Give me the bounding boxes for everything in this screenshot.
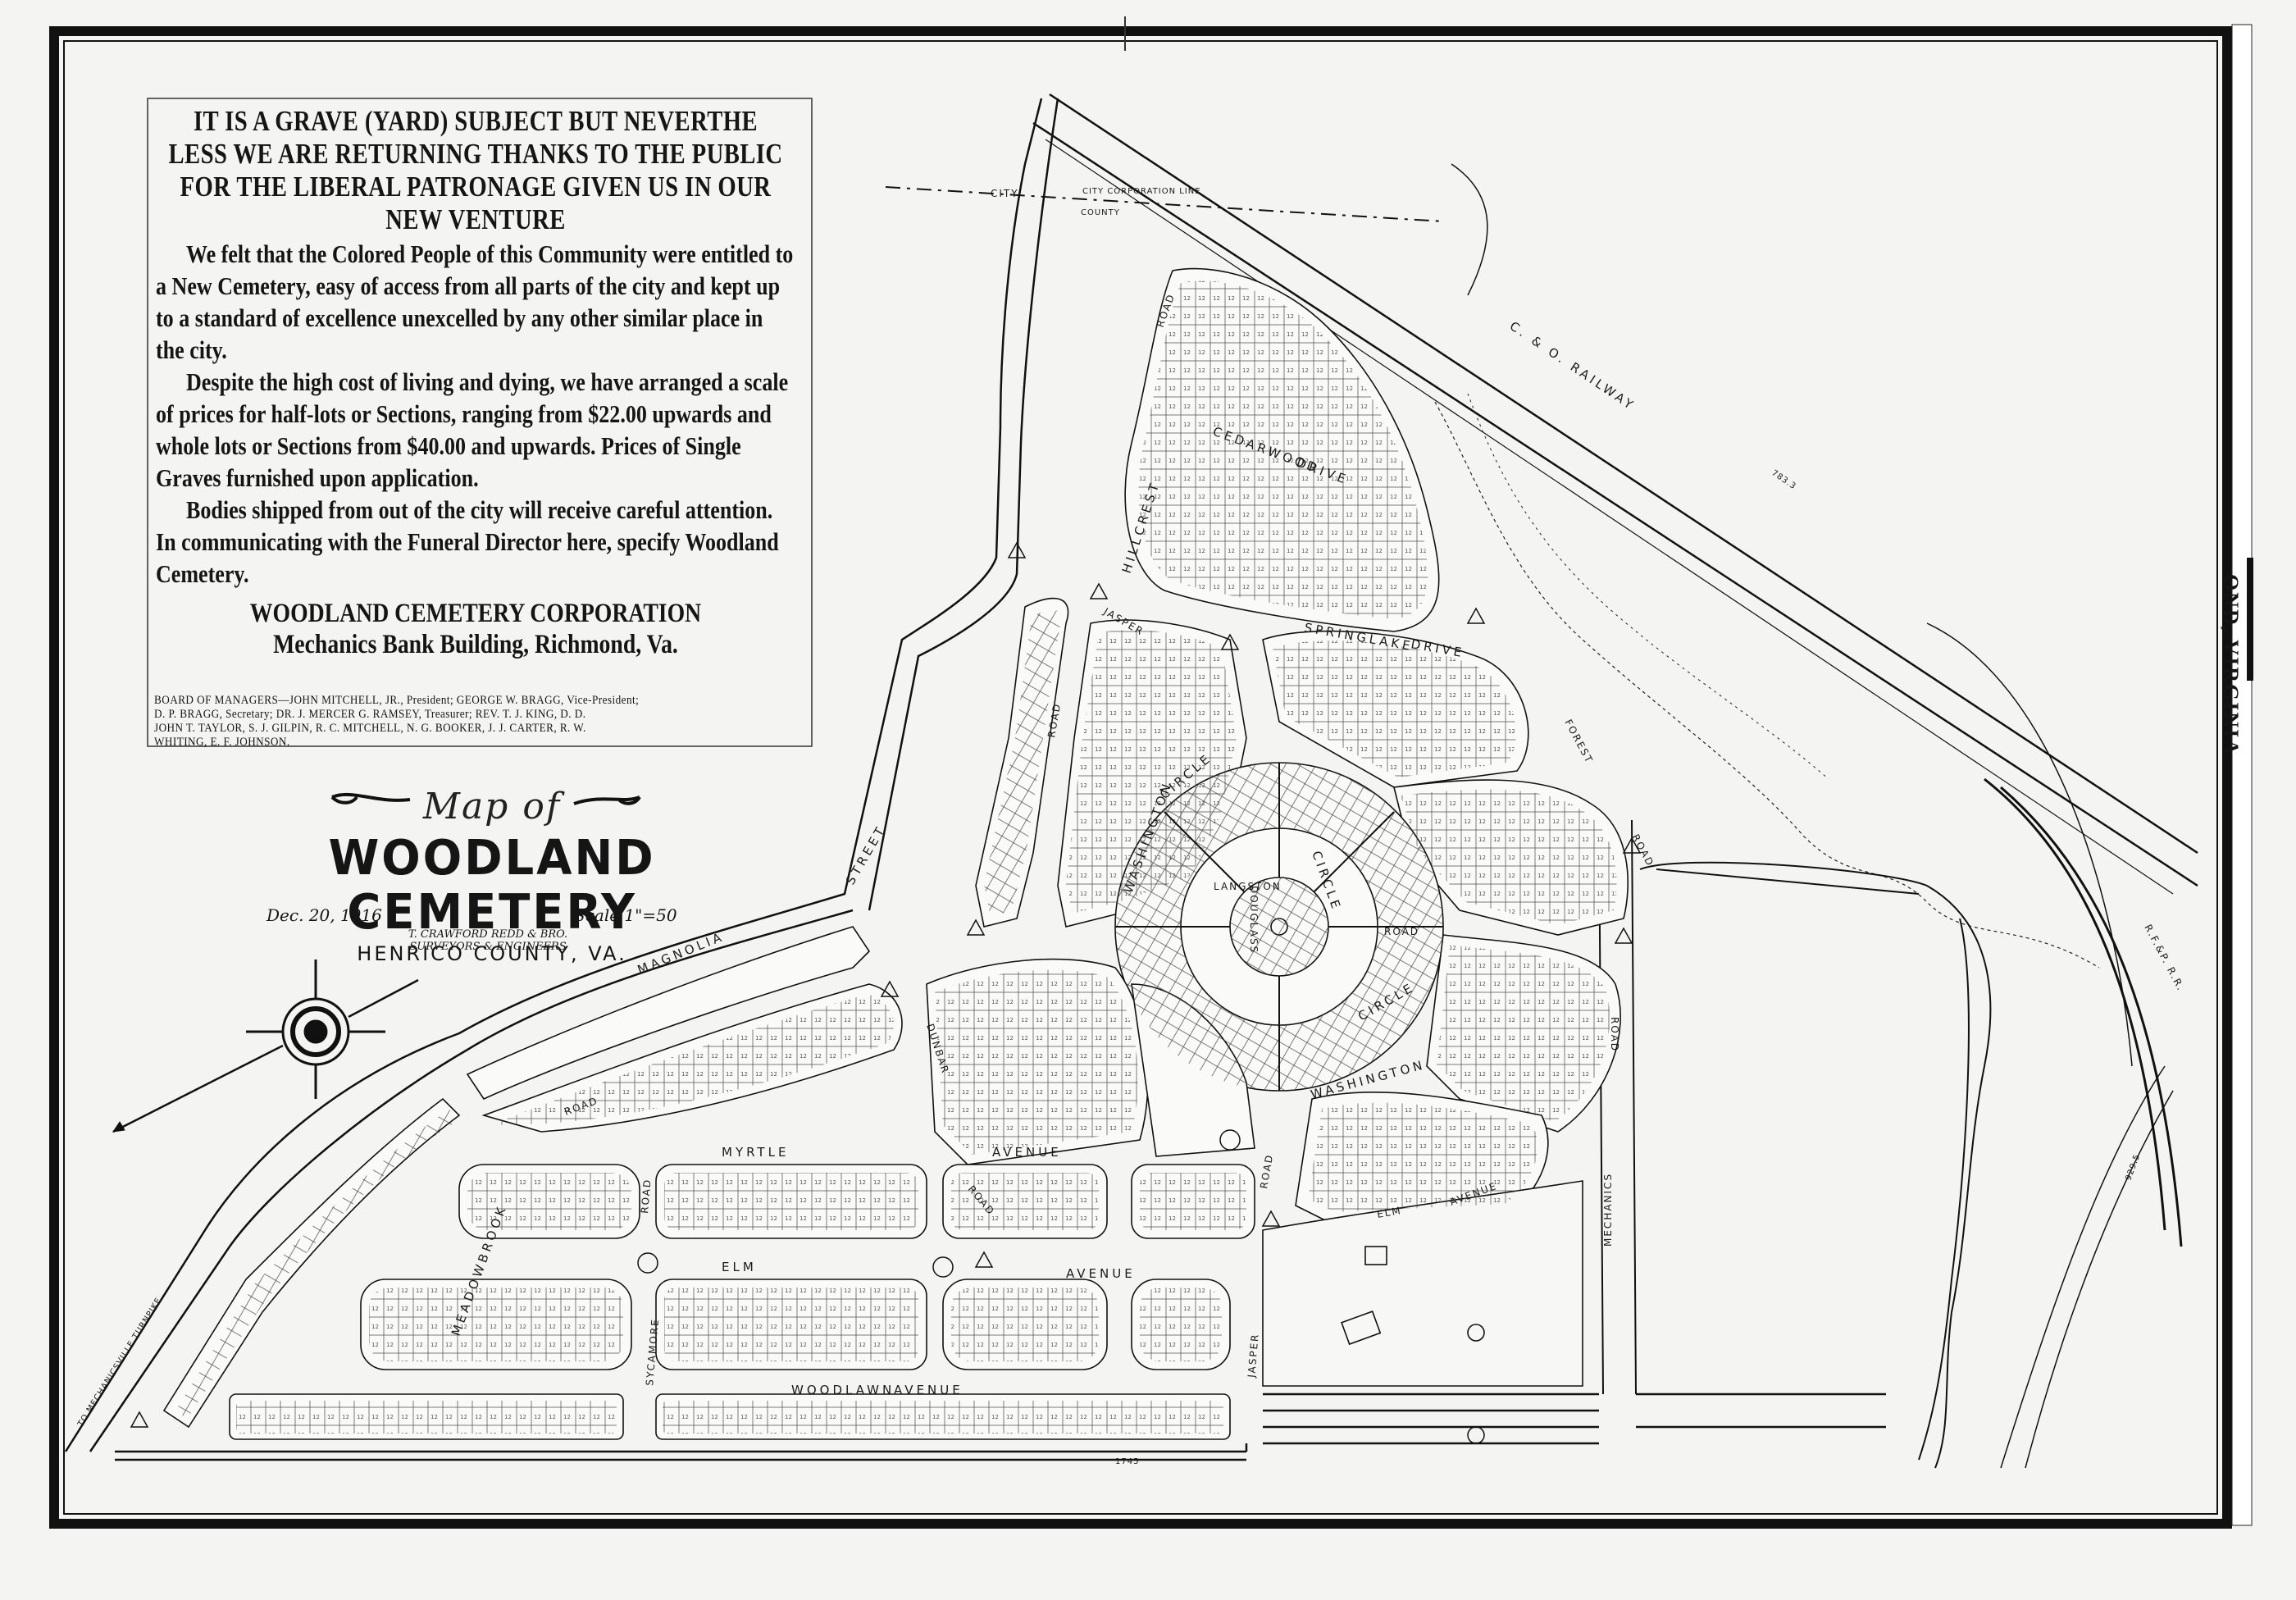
compass-rose-icon [112,960,419,1133]
outer-border [49,26,2232,1529]
label-langston: LANGSTON [1214,881,1282,892]
mechanics-road [1598,819,1992,1469]
advert-paragraph: Despite the high cost of living and dyin… [156,367,789,492]
branch-creek [1434,401,2100,969]
label-avenue-2: AVENUE [1066,1266,1136,1281]
advert-border [147,98,813,747]
label-elm-1: ELM [722,1260,757,1274]
label-dim-3: 929.5 [2124,1153,2142,1182]
corporation-address: Mechanics Bank Building, Richmond, Va. [273,630,678,659]
map-scale: Scale 1"=50 [574,905,677,925]
label-road-forest: ROAD [1629,832,1656,869]
side-masthead-text: OND, VIRGINIA [2219,574,2243,756]
county-label: HENRICO COUNTY, VA. [357,942,627,965]
label-dim-1: 1745 [1115,1457,1139,1466]
corporation-block: WOODLAND CEMETERY CORPORATION Mechanics … [155,598,795,660]
advert-body: We felt that the Colored People of this … [156,238,796,590]
label-railway: C. & O. RAILWAY [1507,318,1638,413]
corporation-name: WOODLAND CEMETERY CORPORATION [249,599,702,628]
label-dim-2: 783.3 [1770,468,1797,491]
label-road2: ROAD [1384,926,1419,937]
label-forest: FOREST [1562,718,1595,766]
label-street: STREET [843,823,889,887]
label-myrtle: MYRTLE [722,1145,789,1160]
label-road-jasper: ROAD [1258,1153,1275,1190]
map-of-label: Map of [422,786,562,827]
map-title: WOODLAND CEMETERY [328,829,656,940]
label-rfp-rr: R.F.&P. R.R. [2142,923,2187,993]
label-avenue-3: AVENUE [894,1383,963,1397]
circle-spokes [1115,763,1443,1091]
cemetery-boundary [64,98,1886,1461]
label-city-corp-line: CITY CORPORATION LINE [1082,187,1201,196]
label-jasper2: JASPER [1246,1333,1261,1379]
advert-headline: IT IS A GRAVE (YARD) SUBJECT BUT NEVERTH… [168,105,783,235]
label-avenue-1: AVENUE [992,1145,1062,1160]
map-title-block: Map of WOODLAND CEMETERY HENRICO COUNTY,… [180,786,804,965]
advert: IT IS A GRAVE (YARD) SUBJECT BUT NEVERTH… [156,105,795,660]
inner-border [63,40,2218,1515]
label-douglass: DOUGLASS [1248,886,1260,954]
label-elm-2: ELM [1376,1205,1403,1220]
advert-paragraph: Bodies shipped from out of the city will… [156,495,779,588]
map-date: Dec. 20, 1916 [266,905,382,925]
board-of-managers: BOARD OF MANAGERS—JOHN MITCHELL, JR., Pr… [154,694,640,749]
label-woodlawn: WOODLAWN [791,1383,895,1397]
title-flourish-icon [330,793,641,805]
lot-grid [236,280,1617,1434]
label-county: COUNTY [1081,208,1120,217]
road-islands [130,541,1642,1444]
label-city: CITY [991,188,1019,199]
railway-lines [1032,93,2198,1469]
advert-paragraph: We felt that the Colored People of this … [156,239,794,364]
label-mechanics: MECHANICS [1602,1173,1614,1247]
surveyors-credit: T. CRAWFORD REDD & BRO. SURVEYORS & ENGI… [408,928,568,953]
label-road-sycamore: ROAD [639,1178,654,1214]
label-road-east: ROAD [1609,1017,1620,1052]
